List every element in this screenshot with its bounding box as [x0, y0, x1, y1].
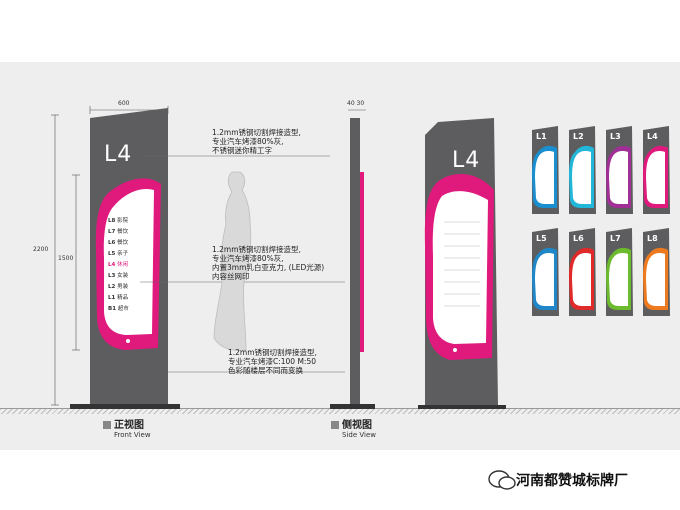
directory-entry: L2 男装: [108, 284, 129, 290]
render-floor-label: L4: [452, 148, 481, 173]
directory-entry: L3 女装: [108, 273, 129, 279]
front-directory-list: L8 影院 L7 餐饮 L6 餐饮 L5 亲子 L4 休闲 L3 女装 L2 男…: [108, 216, 154, 315]
front-floor-label: L4: [104, 142, 133, 167]
directory-entry: L5 亲子: [108, 251, 129, 257]
variant-sign: L6: [567, 228, 597, 318]
note-line: 内容丝网印: [212, 272, 250, 281]
note-line: 色彩随楼层不同而变换: [228, 366, 303, 375]
side-dim-label: 40 30: [347, 100, 365, 107]
note-bottom: 1.2mm锈钢切割焊接造型, 专业汽车烤漆C:100 M:50 色彩随楼层不同而…: [228, 348, 317, 375]
variant-label: L4: [647, 132, 658, 141]
note-line: 1.2mm锈钢切割焊接造型,: [228, 348, 317, 357]
wechat-icon: [488, 470, 516, 490]
dim-height-panel-label: 1500: [58, 255, 74, 262]
directory-entry: L6 餐饮: [108, 240, 129, 246]
variant-sign: L1: [530, 126, 560, 216]
directory-entry-highlight: L4 休闲: [108, 262, 129, 268]
square-icon: [331, 421, 339, 429]
variant-label: L8: [647, 234, 658, 243]
variant-sign: L5: [530, 228, 560, 318]
note-middle: 1.2mm锈钢切割焊接造型, 专业汽车烤漆80%灰, 内置3mm乳白亚克力, (…: [212, 245, 324, 281]
note-line: 不锈钢迷你精工字: [212, 146, 272, 155]
variant-sign: L4: [641, 126, 671, 216]
variant-label: L1: [536, 132, 547, 141]
front-view-label: 正视图 Front View: [103, 416, 151, 439]
variant-sign: L7: [604, 228, 634, 318]
variant-shape: [643, 228, 670, 316]
note-line: 专业汽车烤漆C:100 M:50: [228, 357, 317, 366]
variant-sign: L3: [604, 126, 634, 216]
variant-label: L5: [536, 234, 547, 243]
note-line: 专业汽车烤漆80%灰,: [212, 254, 284, 263]
variant-label: L7: [610, 234, 621, 243]
note-top: 1.2mm锈钢切割焊接造型, 专业汽车烤漆80%灰, 不锈钢迷你精工字: [212, 128, 301, 155]
variant-shape: [532, 228, 559, 316]
variant-shape: [532, 126, 559, 214]
variant-shape: [606, 228, 633, 316]
watermark-text: 河南都赞城标牌厂: [516, 473, 628, 489]
side-view-label: 侧视图 Side View: [331, 416, 376, 439]
variant-label: L6: [573, 234, 584, 243]
note-line: 1.2mm锈钢切割焊接造型,: [212, 245, 301, 254]
ground-hatch: [0, 409, 680, 414]
variant-sign: L8: [641, 228, 671, 318]
variant-shape: [606, 126, 633, 214]
note-line: 1.2mm锈钢切割焊接造型,: [212, 128, 301, 137]
directory-entry: B1 超市: [108, 306, 129, 312]
directory-entry: L8 影院: [108, 218, 129, 224]
variant-shape: [569, 126, 596, 214]
variant-sign: L2: [567, 126, 597, 216]
variant-label: L3: [610, 132, 621, 141]
note-line: 专业汽车烤漆80%灰,: [212, 137, 284, 146]
note-line: 内置3mm乳白亚克力, (LED光源): [212, 263, 325, 272]
watermark: 河南都赞城标牌厂: [488, 470, 628, 490]
square-icon: [103, 421, 111, 429]
variant-shape: [569, 228, 596, 316]
dim-height-total-label: 2200: [33, 246, 49, 253]
directory-entry: L1 精品: [108, 295, 129, 301]
variant-shape: [643, 126, 670, 214]
variant-label: L2: [573, 132, 584, 141]
directory-entry: L7 餐饮: [108, 229, 129, 235]
dim-width-label: 600: [118, 100, 130, 107]
